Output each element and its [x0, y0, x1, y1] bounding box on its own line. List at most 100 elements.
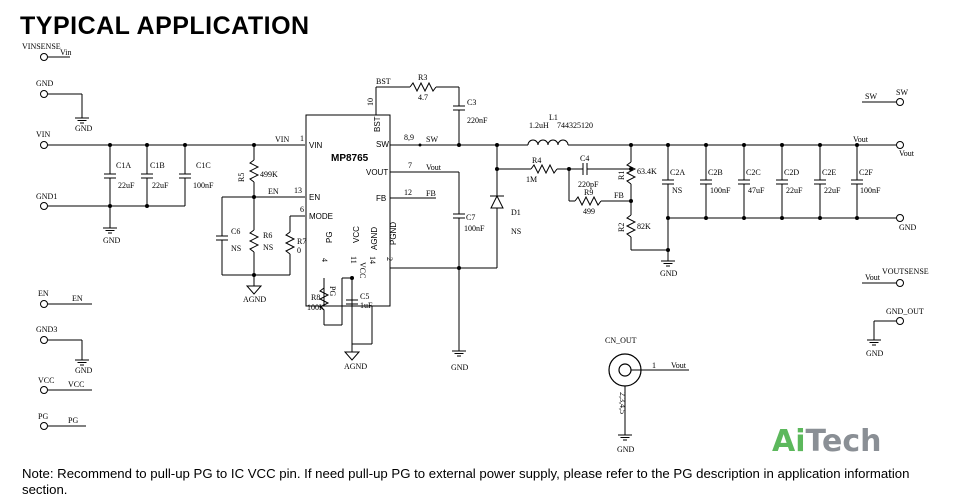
svg-text:VOUT: VOUT	[366, 168, 388, 177]
vcc-net-label: VCC	[68, 380, 84, 389]
capacitor-c2f: C2F 100nF	[851, 145, 881, 218]
resistor-r7: R7 0	[284, 231, 306, 275]
port-vin[interactable]: VIN	[36, 130, 50, 149]
fb-pin-net-label: FB	[426, 189, 436, 198]
svg-text:R5: R5	[237, 173, 246, 182]
svg-text:100nF: 100nF	[464, 224, 485, 233]
resistor-r8: R8 100K	[307, 287, 330, 312]
svg-text:22uF: 22uF	[152, 181, 169, 190]
gnd3-gnd-label: GND	[75, 366, 93, 375]
svg-text:82K: 82K	[637, 222, 651, 231]
svg-text:1: 1	[300, 134, 304, 143]
svg-text:1.2uH: 1.2uH	[529, 121, 549, 130]
resistor-r4: R4 1M	[526, 156, 558, 184]
svg-text:PGND: PGND	[389, 222, 398, 245]
port-pg[interactable]: PG PG	[38, 412, 86, 430]
svg-text:C7: C7	[466, 213, 475, 222]
svg-text:14: 14	[368, 256, 377, 264]
diode-d1: D1 NS	[490, 145, 521, 268]
svg-text:C2A: C2A	[670, 168, 685, 177]
svg-text:C5: C5	[360, 292, 369, 301]
resistor-r3: R3 4.7	[409, 73, 437, 102]
capacitor-c7: C7 100nF	[453, 213, 485, 351]
svg-text:8,9: 8,9	[404, 133, 414, 142]
svg-text:C4: C4	[580, 154, 589, 163]
svg-text:C6: C6	[231, 227, 240, 236]
aitech-logo: AiTech	[772, 424, 882, 459]
svg-text:SW: SW	[376, 140, 389, 149]
port-vout[interactable]: Vout	[896, 141, 915, 159]
svg-text:PG: PG	[325, 231, 334, 243]
resistor-r6: R6 NS	[248, 197, 273, 286]
gnd1-gnd-label: GND	[103, 236, 121, 245]
svg-text:NS: NS	[263, 243, 273, 252]
port-gnd3[interactable]: GND3 GND	[36, 325, 93, 375]
ground-symbol	[74, 117, 90, 124]
port-sw[interactable]: SW SW	[862, 88, 908, 106]
svg-text:R3: R3	[418, 73, 427, 82]
svg-text:C2B: C2B	[708, 168, 723, 177]
port-voutsense[interactable]: VOUTSENSE Vout	[862, 267, 929, 287]
port-vcc-label: VCC	[38, 376, 54, 385]
svg-text:10: 10	[366, 98, 375, 106]
svg-text:VCC: VCC	[352, 226, 361, 243]
port-voutsense-label: VOUTSENSE	[882, 267, 929, 276]
port-en-label: EN	[38, 289, 49, 298]
resistor-r5: R5 499K	[237, 145, 278, 197]
svg-text:C2E: C2E	[822, 168, 836, 177]
port-gnd-right[interactable]: GND	[896, 214, 917, 233]
port-gnd-out-label: GND_OUT	[886, 307, 924, 316]
inductor-l1: L1 1.2uH 744325120	[527, 113, 593, 146]
svg-text:R6: R6	[263, 231, 272, 240]
vout-pin-net-label: Vout	[426, 163, 442, 172]
pg-vertical-label: PG	[328, 286, 337, 296]
svg-text:11: 11	[349, 256, 358, 264]
svg-text:R7: R7	[297, 237, 306, 246]
svg-text:C2C: C2C	[746, 168, 761, 177]
sw-port-net: SW	[865, 92, 877, 101]
svg-text:AGND: AGND	[370, 227, 379, 250]
schematic-diagram: VINSENSE Vin GND GND VIN GND1 EN EN GND3…	[22, 42, 929, 454]
svg-text:C1C: C1C	[196, 161, 211, 170]
capacitor-c4: C4 220pF	[578, 154, 631, 189]
svg-text:0: 0	[297, 246, 301, 255]
agnd-label-2: AGND	[344, 362, 367, 371]
capacitor-c2c: C2C 47uF	[738, 145, 765, 218]
svg-text:C1B: C1B	[150, 161, 165, 170]
port-vinsense[interactable]: VINSENSE Vin	[22, 42, 72, 61]
ic-name: MP8765	[331, 153, 369, 164]
capacitor-c1b: C1B 22uF	[141, 145, 169, 206]
svg-text:C3: C3	[467, 98, 476, 107]
sw-net-label: SW	[426, 135, 438, 144]
port-gnd-out[interactable]: GND_OUT GND	[866, 307, 924, 358]
en-pin-net-label: EN	[268, 187, 279, 196]
svg-text:R8: R8	[311, 293, 320, 302]
net-vin-label: Vin	[60, 48, 72, 57]
svg-text:6: 6	[300, 205, 304, 214]
vout-net-label: Vout	[853, 135, 869, 144]
port-en[interactable]: EN EN	[38, 289, 92, 308]
svg-text:7: 7	[408, 161, 412, 170]
port-pg-label: PG	[38, 412, 48, 421]
svg-text:499: 499	[583, 207, 595, 216]
svg-text:R1: R1	[617, 171, 626, 180]
svg-text:1M: 1M	[526, 175, 537, 184]
port-gnd3-label: GND3	[36, 325, 57, 334]
vcc-vertical-label: VCC	[358, 262, 367, 278]
svg-text:22uF: 22uF	[824, 186, 841, 195]
port-gnd-label: GND	[36, 79, 54, 88]
svg-text:NS: NS	[511, 227, 521, 236]
port-vcc[interactable]: VCC VCC	[38, 376, 92, 394]
svg-text:MODE: MODE	[309, 212, 333, 221]
port-gnd[interactable]: GND GND	[36, 79, 93, 133]
svg-text:VIN: VIN	[309, 141, 323, 150]
capacitor-c2d: C2D 22uF	[776, 145, 803, 218]
svg-text:C1A: C1A	[116, 161, 131, 170]
svg-text:12: 12	[404, 188, 412, 197]
capacitor-c1c: C1C 100nF	[179, 145, 214, 206]
bst-net-label: BST	[376, 77, 391, 86]
voutsense-net: Vout	[865, 273, 881, 282]
connector-cn-out[interactable]: CN_OUT 1 Vout 2,3,4,5 GND	[605, 336, 689, 454]
svg-text:47uF: 47uF	[748, 186, 765, 195]
port-gnd1[interactable]: GND1	[36, 192, 57, 210]
